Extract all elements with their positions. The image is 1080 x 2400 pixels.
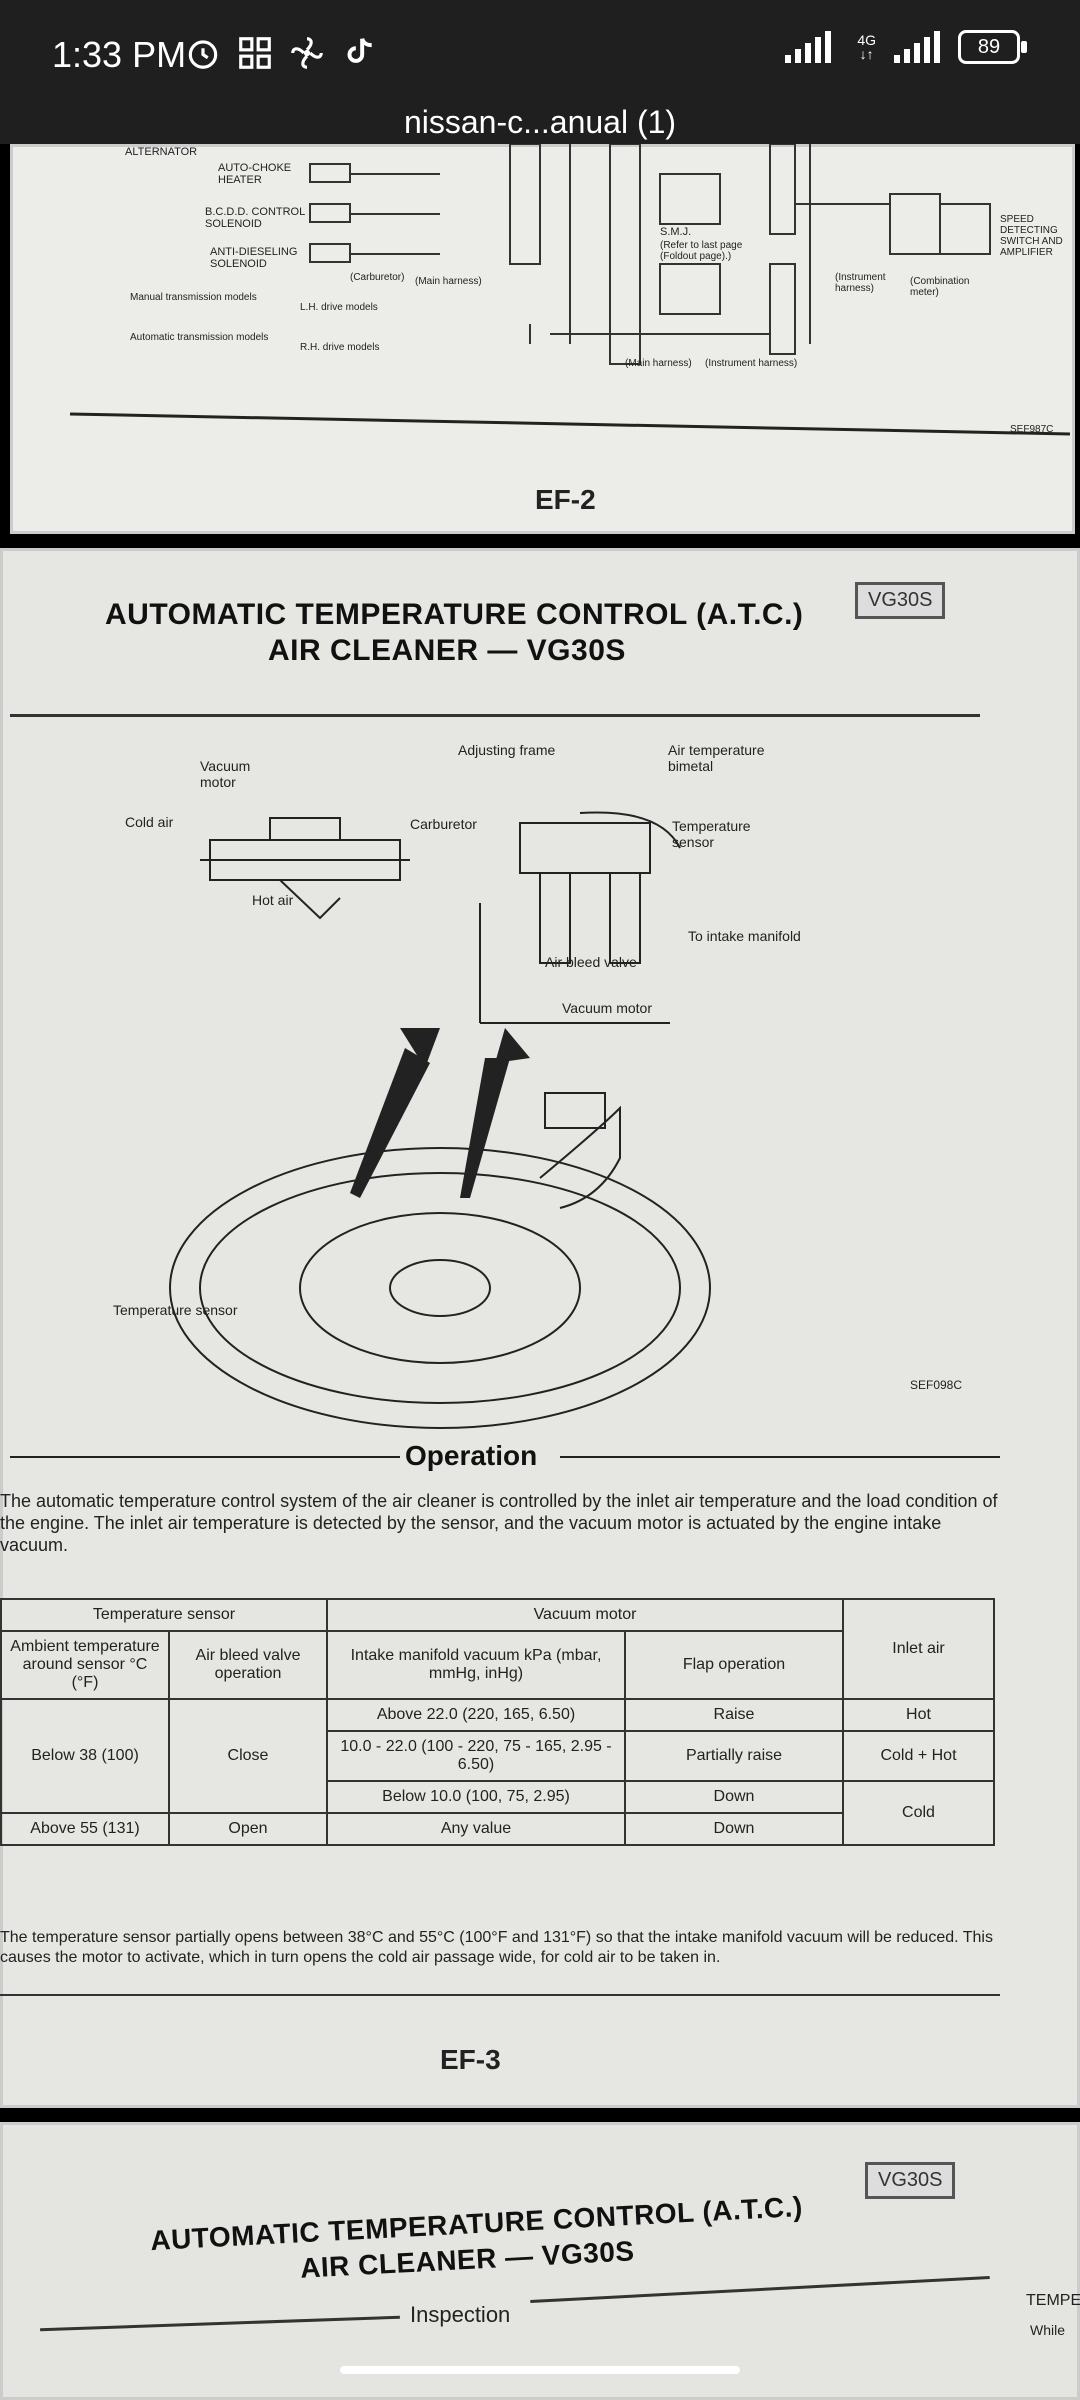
label-instrument2: (Instrument harness) [705,358,798,369]
label-temp-sensor: Temperature sensor [113,1302,238,1318]
label-instrument: (Instrument harness) [835,272,886,294]
cell-flap: Down [624,1780,844,1814]
label-air-bleed: Air bleed valve [545,954,637,970]
home-indicator[interactable] [340,2366,740,2374]
operation-table: Temperature sensor Vacuum motor Inlet ai… [0,1598,995,1846]
cell-flap: Down [624,1812,844,1846]
document-title: nissan-c...anual (1) [0,100,1080,144]
note-paragraph: The temperature sensor partially opens b… [0,1929,993,1966]
status-time: 1:33 PM [52,34,187,75]
label-temp-sensor-top: Temperature sensor [672,818,751,850]
label-code-ef2: SEF987C [1010,424,1054,435]
inspection-heading: Inspection [410,2302,511,2327]
label-air-temp-bimetal: Air temperature bimetal [668,742,765,774]
page-number-ef2: EF-2 [535,484,596,515]
table-row: Above 55 (131) Open Any value Down [0,1812,994,1846]
network-type: 4G↓↑ [857,32,876,62]
cell-bleed: Open [168,1812,328,1846]
bottom-divider [0,1994,1000,1996]
label-carburetor: Carburetor [410,816,477,832]
status-right: 4G↓↑ 89 [785,30,1027,64]
label-vacuum-motor2: Vacuum motor [562,1000,652,1016]
cell-ambient: Above 55 (131) [0,1812,170,1846]
label-adjusting-frame: Adjusting frame [458,742,556,758]
cell-flap: Partially raise [624,1730,844,1782]
title-divider [10,714,980,717]
label-vacuum-motor: Vacuum motor [200,758,251,790]
label-refer: (Refer to last page (Foldout page).) [660,240,743,262]
operation-paragraph: The automatic temperature control system… [0,1491,998,1555]
label-at: Automatic transmission models [130,332,269,343]
label-lh: L.H. drive models [300,302,378,313]
cell-vacuum: Below 10.0 (100, 75, 2.95) [326,1780,626,1814]
page-title-line2: AIR CLEANER — VG30S [268,634,626,667]
page-next: VG30S AUTOMATIC TEMPERATURE CONTROL (A.T… [0,2122,1080,2400]
th-flap: Flap operation [624,1630,844,1700]
table-row: 10.0 - 22.0 (100 - 220, 75 - 165, 2.95 -… [1,1730,995,1782]
status-icons [184,34,378,72]
inspection-rule-left [40,2315,400,2332]
operation-heading: Operation [405,1440,538,1471]
table-header-row2: Ambient temperature around sensor °C (°F… [0,1630,994,1700]
alarm-icon [188,40,218,69]
label-autochoke: AUTO-CHOKE HEATER [218,162,292,186]
side-text-tempe: TEMPE [1026,2292,1080,2309]
cell-inlet: Cold + Hot [842,1730,995,1782]
th-temp-sensor: Temperature sensor [0,1598,328,1632]
label-hot-air: Hot air [252,892,294,908]
page-ef3: VG30S AUTOMATIC TEMPERATURE CONTROL (A.T… [0,548,1080,2108]
cell-vacuum: Any value [326,1812,626,1846]
model-tag: VG30S [855,582,946,619]
network-label: 4G [857,32,876,48]
label-main2: (Main harness) [625,358,692,369]
battery-icon: 89 [958,30,1027,64]
cell-bleed: Close [168,1698,328,1814]
inspection-rule-right [530,2275,990,2304]
label-cold-air: Cold air [125,814,174,830]
fan-icon [291,37,323,69]
label-antidiesel: ANTI-DIESELING SOLENOID [210,246,298,270]
cell-inlet: Cold [842,1780,995,1846]
table-header-row1: Temperature sensor Vacuum motor Inlet ai… [0,1598,995,1700]
side-text-while: While [1030,2322,1066,2338]
cell-vacuum: Above 22.0 (220, 165, 6.50) [326,1698,626,1732]
label-code-ef3: SEF098C [910,1378,963,1392]
table-row: Below 10.0 (100, 75, 2.95) Down Cold [1,1780,995,1846]
battery-level: 89 [977,35,1001,58]
label-carburetor: (Carburetor) [350,272,405,283]
label-alternator: ALTERNATOR [125,146,198,158]
label-rh: R.H. drive models [300,342,380,353]
operation-rule-right [560,1456,1000,1458]
label-speed: SPEED DETECTING SWITCH AND AMPLIFIER [1000,214,1063,258]
signal2-icon [894,31,940,63]
model-tag-next: VG30S [865,2162,956,2199]
label-smj: S.M.J. [660,226,692,238]
th-air-bleed: Air bleed valve operation [168,1630,328,1700]
th-ambient: Ambient temperature around sensor °C (°F… [0,1630,170,1700]
grid-app-icon [239,37,271,69]
label-to-intake: To intake manifold [688,928,801,944]
tiktok-icon [347,38,372,63]
cell-vacuum: 10.0 - 22.0 (100 - 220, 75 - 165, 2.95 -… [326,1730,626,1782]
page-ef2: ALTERNATOR AUTO-CHOKE HEATER B.C.D.D. CO… [10,144,1075,534]
label-main1: (Main harness) [415,276,482,287]
operation-rule-left [10,1456,400,1458]
label-mt: Manual transmission models [130,292,257,303]
cell-inlet: Hot [842,1698,995,1732]
page-title-line1: AUTOMATIC TEMPERATURE CONTROL (A.T.C.) [105,598,804,631]
table-row: Below 38 (100) Close Above 22.0 (220, 16… [0,1698,995,1814]
status-bar: 1:33 PM 4G↓↑ 89 [0,0,1080,100]
th-vacuum-motor: Vacuum motor [326,1598,844,1632]
cell-ambient: Below 38 (100) [0,1698,170,1814]
th-inlet-air: Inlet air [842,1598,995,1700]
label-combination: (Combination meter) [910,276,970,298]
th-intake-vac: Intake manifold vacuum kPa (mbar, mmHg, … [326,1630,626,1700]
signal-icon [785,31,832,63]
wiring-diagram [69,144,1071,436]
page-number-ef3: EF-3 [440,2044,501,2075]
cell-flap: Raise [624,1698,844,1732]
atc-diagram [169,811,711,1429]
label-bcdd: B.C.D.D. CONTROL SOLENOID [205,206,305,230]
